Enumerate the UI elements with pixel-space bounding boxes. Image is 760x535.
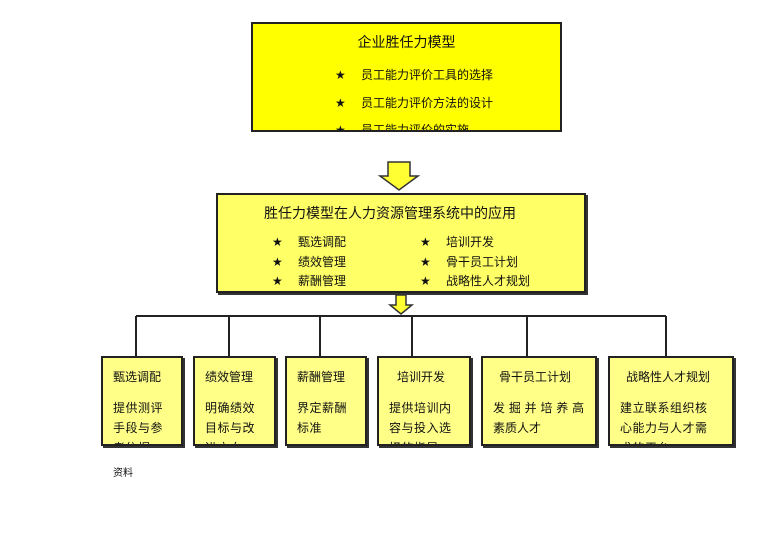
leaf-training: 培训开发 提供培训内 容与投入选 择的指导 — [377, 356, 471, 446]
leaf-strategic-talent: 战略性人才规划 建立联系组织核 心能力与人才需 求的平台 — [608, 356, 734, 446]
footnote: 资料 — [113, 468, 133, 479]
leaf-key-staff: 骨干员工计划 发 掘 并 培 养 高 素质人才 — [481, 356, 597, 446]
top-item: ★员工能力评价的实施 — [335, 121, 469, 132]
star-icon: ★ — [420, 255, 431, 269]
top-title: 企业胜任力模型 — [357, 35, 456, 51]
star-icon: ★ — [272, 274, 283, 288]
star-icon: ★ — [272, 255, 283, 269]
leaf-title: 骨干员工计划 — [499, 370, 572, 384]
middle-item: ★培训开发 — [420, 235, 495, 249]
middle-item: ★战略性人才规划 — [420, 274, 531, 288]
leaf-title: 培训开发 — [397, 370, 446, 384]
leaf-selection: 甄选调配 提供测评 手段与参 考依据 — [101, 356, 183, 446]
competency-model-box: 企业胜任力模型 ★员工能力评价工具的选择 ★员工能力评价方法的设计 ★员工能力评… — [251, 22, 562, 132]
leaf-body: 界定薪酬 标准 — [297, 401, 348, 435]
leaf-title: 战略性人才规划 — [626, 370, 711, 384]
leaf-body: 提供培训内 容与投入选 择的指导 — [389, 401, 452, 444]
star-icon: ★ — [335, 123, 346, 132]
leaf-body: 提供测评 手段与参 考依据 — [113, 401, 164, 444]
leaf-title: 甄选调配 — [113, 370, 162, 384]
leaf-body: 明确绩效 目标与改 进方向 — [205, 401, 256, 444]
middle-item: ★骨干员工计划 — [420, 255, 519, 269]
star-icon: ★ — [335, 96, 346, 110]
middle-title: 胜任力模型在人力资源管理系统中的应用 — [264, 206, 516, 222]
leaf-body: 发 掘 并 培 养 高 素质人才 — [493, 401, 585, 435]
leaf-compensation: 薪酬管理 界定薪酬 标准 — [285, 356, 367, 446]
star-icon: ★ — [335, 68, 346, 82]
middle-item: ★甄选调配 — [272, 235, 347, 249]
down-arrow-large — [377, 161, 421, 191]
middle-item: ★绩效管理 — [272, 255, 347, 269]
top-item: ★员工能力评价工具的选择 — [335, 68, 494, 82]
leaf-performance: 绩效管理 明确绩效 目标与改 进方向 — [193, 356, 276, 446]
application-box: 胜任力模型在人力资源管理系统中的应用 ★甄选调配 ★绩效管理 ★薪酬管理 ★培训… — [216, 193, 586, 293]
middle-item: ★薪酬管理 — [272, 274, 347, 288]
down-arrow-small — [387, 294, 415, 315]
star-icon: ★ — [420, 235, 431, 249]
top-item: ★员工能力评价方法的设计 — [335, 96, 494, 110]
leaf-title: 薪酬管理 — [297, 370, 346, 384]
star-icon: ★ — [272, 235, 283, 249]
star-icon: ★ — [420, 274, 431, 288]
leaf-body: 建立联系组织核 心能力与人才需 求的平台 — [620, 401, 708, 444]
leaf-title: 绩效管理 — [205, 370, 254, 384]
